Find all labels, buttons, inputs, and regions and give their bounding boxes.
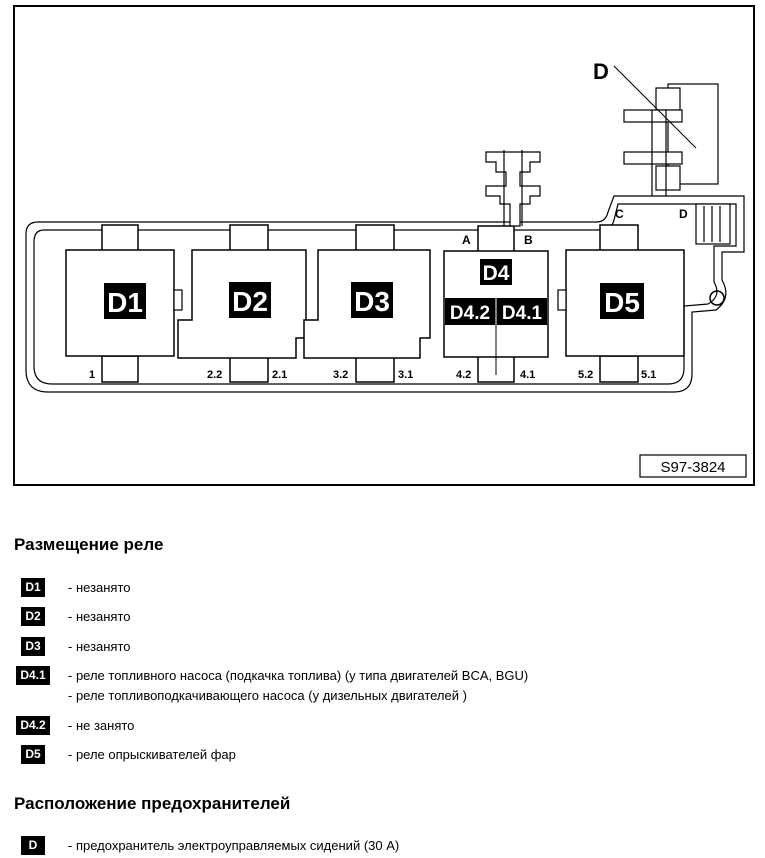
relay-label-d4-2: D4.2 <box>450 303 490 324</box>
legend-text-d4-1-line2: - реле топливоподкачивающего насоса (у д… <box>68 688 467 703</box>
relays-section-title: Размещение реле <box>14 535 164 554</box>
pin-label-4-2: 4.2 <box>456 369 471 381</box>
legend-badge-fuse-d: D <box>21 836 45 855</box>
pin-label-2-2: 2.2 <box>207 369 222 381</box>
pin-label-5-2: 5.2 <box>578 369 593 381</box>
relay-slot-d3: D3 <box>303 224 431 383</box>
pin-label-3-1: 3.1 <box>398 369 413 381</box>
fuses-section-title: Расположение предохранителей <box>14 794 291 813</box>
legend-badge-d1: D1 <box>21 578 45 597</box>
relay-slot-d2: D2 <box>177 224 307 383</box>
pin-label-2-1: 2.1 <box>272 369 287 381</box>
legend-badge-d3: D3 <box>21 637 45 656</box>
pin-label-5-1: 5.1 <box>641 369 656 381</box>
connector-label-b: B <box>524 233 533 247</box>
legend-badge-d5: D5 <box>21 745 45 764</box>
relay-label-d4: D4 <box>483 262 510 285</box>
mounting-hole-icon <box>709 290 725 306</box>
relay-label-d2: D2 <box>232 286 268 317</box>
legend-badge-d4-1: D4.1 <box>16 666 50 685</box>
figure-id-label: S97-3824 <box>660 459 725 476</box>
legend-text-d3: - незанято <box>68 639 131 654</box>
relay-slot-d1: D1 <box>65 224 183 383</box>
fuse-holder-d-icon <box>623 83 731 245</box>
relay-layout-diagram: D1 D2 D3 D4 D4.2 D4.1 D5 <box>13 5 755 486</box>
legend-text-d5: - реле опрыскивателей фар <box>68 747 236 762</box>
callout-leader-line <box>613 65 697 149</box>
relay-label-d1: D1 <box>107 287 143 318</box>
fuse-callout-label: D <box>593 59 609 84</box>
pin-label-1: 1 <box>89 369 95 381</box>
connector-ab-icon <box>485 150 541 227</box>
pin-label-4-1: 4.1 <box>520 369 535 381</box>
pin-label-3-2: 3.2 <box>333 369 348 381</box>
relay-carrier-plate <box>25 195 745 393</box>
connector-label-c: C <box>615 207 624 221</box>
relay-label-d5: D5 <box>604 287 640 318</box>
relay-slot-d5: D5 <box>557 224 685 383</box>
figure-id-box <box>639 454 747 478</box>
connector-label-a: A <box>462 233 471 247</box>
connector-label-d: D <box>679 207 688 221</box>
legend-text-fuse-d: - предохранитель электроуправляемых сиде… <box>68 838 400 853</box>
relay-label-d4-1: D4.1 <box>502 303 543 324</box>
legend-text-d2: - незанято <box>68 609 131 624</box>
relay-label-d3: D3 <box>354 286 390 317</box>
relay-slot-d4: D4 D4.2 D4.1 <box>443 225 549 383</box>
legend-text-d4-1: - реле топливного насоса (подкачка топли… <box>68 668 529 683</box>
legend-badge-d4-2: D4.2 <box>16 716 50 735</box>
legend-text-d4-2: - не занято <box>68 718 135 733</box>
legend-text-d1: - незанято <box>68 580 131 595</box>
legend-badge-d2: D2 <box>21 607 45 626</box>
